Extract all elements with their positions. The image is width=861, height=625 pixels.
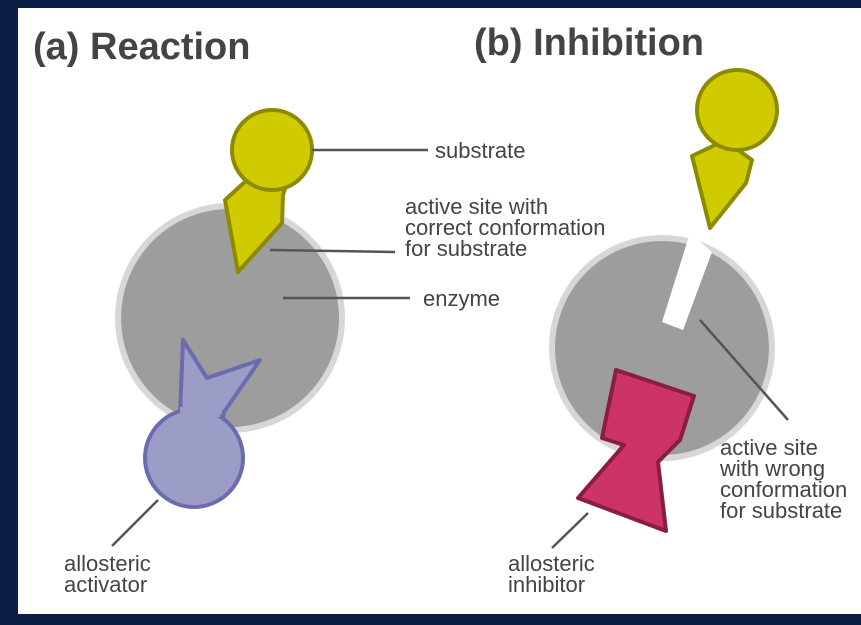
label-active-site-wrong: active site with wrong conformation for … (720, 435, 848, 523)
label-active-site-correct-line3: for substrate (405, 236, 528, 261)
label-allosteric-activator-line2: activator (64, 572, 148, 597)
inhibition-enzyme (549, 233, 775, 461)
allosteric-regulation-diagram (111, 68, 789, 549)
label-allosteric-inhibitor-line2: inhibitor (508, 572, 586, 597)
title-reaction: (a) Reaction (33, 26, 251, 68)
inhibition-substrate (690, 68, 779, 230)
reaction-allosteric-activator (143, 338, 262, 509)
inhibition-leader-lines (551, 319, 789, 549)
label-active-site-correct-line1: active site with (405, 194, 549, 219)
label-active-site-wrong-line3: conformation (720, 477, 848, 502)
label-active-site-correct: active site with correct conformation fo… (405, 194, 606, 261)
label-active-site-wrong-line4: for substrate (720, 498, 843, 523)
label-active-site-wrong-line2: with wrong (720, 456, 826, 481)
label-allosteric-activator: allosteric activator (64, 551, 151, 597)
title-inhibition: (b) Inhibition (474, 22, 705, 64)
label-substrate: substrate (435, 138, 526, 163)
diagram-panel: (a) Reaction (b) Inhibition substrate ac… (18, 8, 861, 614)
label-active-site-wrong-line1: active site (720, 435, 818, 460)
reaction-leader-lines (111, 148, 428, 547)
reaction-substrate (223, 108, 314, 274)
inhibition-allosteric-inhibitor (576, 368, 696, 533)
label-allosteric-inhibitor-line1: allosteric (508, 551, 595, 576)
label-allosteric-activator-line1: allosteric (64, 551, 151, 576)
label-active-site-correct-line2: correct conformation (405, 215, 606, 240)
label-enzyme: enzyme (423, 286, 501, 311)
label-allosteric-inhibitor: allosteric inhibitor (508, 551, 595, 597)
